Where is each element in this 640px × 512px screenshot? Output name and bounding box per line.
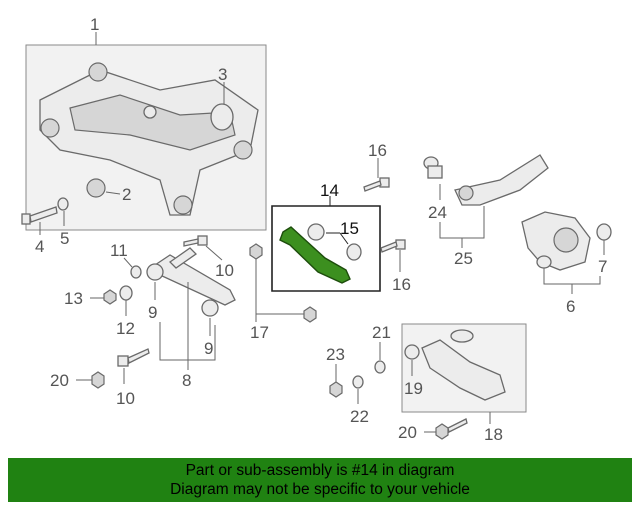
callout-10-lower: 10 bbox=[116, 389, 135, 408]
bolt-4-head bbox=[21, 213, 31, 225]
trailing-arm-body bbox=[454, 154, 549, 206]
trailing-arm-25 bbox=[423, 154, 549, 206]
crossmember-rail bbox=[69, 94, 236, 151]
highlight-notice-banner: Part or sub-assembly is #14 in diagram D… bbox=[8, 458, 632, 502]
callout-17: 17 bbox=[250, 323, 269, 342]
arm-bushing-9-upper bbox=[146, 263, 164, 281]
link-bushing-15-left bbox=[307, 223, 325, 241]
callout-14: 14 bbox=[320, 181, 339, 200]
bushing-19 bbox=[404, 344, 420, 360]
knuckle-hub bbox=[553, 227, 579, 253]
lateral-arm-8 bbox=[146, 247, 236, 317]
bolt-16-lower-shank bbox=[380, 241, 398, 253]
bolt-20-right-shank bbox=[447, 418, 468, 433]
callout-11: 11 bbox=[110, 241, 128, 260]
washer-22 bbox=[352, 375, 364, 389]
callout-20-left: 20 bbox=[50, 371, 69, 390]
callout-8: 8 bbox=[182, 371, 191, 390]
lower-arm-body bbox=[421, 339, 506, 401]
bolt-10-lower bbox=[117, 348, 150, 384]
nut-17-lower bbox=[303, 306, 317, 323]
bolt-16-upper-head bbox=[379, 177, 390, 188]
bolt-4 bbox=[21, 206, 58, 235]
lower-arm-assembly bbox=[401, 323, 527, 413]
washer-11 bbox=[130, 265, 142, 279]
banner-line-2: Diagram may not be specific to your vehi… bbox=[170, 481, 470, 498]
part-14-box bbox=[271, 205, 381, 292]
nut-13 bbox=[103, 289, 117, 305]
crossmember-mount-left bbox=[40, 118, 60, 138]
lateral-arm-end bbox=[168, 247, 198, 269]
callout-10-upper: 10 bbox=[215, 261, 234, 280]
callout-23: 23 bbox=[326, 345, 345, 364]
bolt-20-left-nut bbox=[91, 371, 105, 389]
callout-7: 7 bbox=[598, 257, 607, 276]
banner-line-1: Part or sub-assembly is #14 in diagram bbox=[185, 462, 455, 479]
bolt-10-lower-head bbox=[117, 355, 129, 367]
trailing-arm-eye bbox=[458, 185, 474, 201]
callout-18: 18 bbox=[484, 425, 503, 444]
parts-diagram-svg: 1 3 2 4 5 9 9 8 10 11 12 13 20 bbox=[21, 15, 612, 444]
bolt-10-upper bbox=[183, 235, 223, 261]
callout-24: 24 bbox=[428, 203, 447, 222]
callout-15: 15 bbox=[340, 219, 359, 238]
callout-6: 6 bbox=[566, 297, 575, 316]
arm-bushing-9-lower bbox=[201, 299, 219, 317]
knuckle-bushing bbox=[536, 255, 552, 269]
callout-1: 1 bbox=[90, 15, 99, 34]
bolt-10-upper-head bbox=[197, 235, 208, 246]
bolt-16-upper-shank bbox=[363, 180, 382, 192]
callout-20-right: 20 bbox=[398, 423, 417, 442]
bolt-16-upper bbox=[363, 158, 390, 192]
parts-diagram: 1 3 2 4 5 9 9 8 10 11 12 13 20 bbox=[21, 15, 612, 444]
washer-21 bbox=[374, 360, 386, 374]
bushing-24 bbox=[427, 165, 443, 179]
washer-5 bbox=[57, 197, 69, 211]
callout-5: 5 bbox=[60, 229, 69, 248]
callout-9-upper: 9 bbox=[148, 303, 157, 322]
callout-4: 4 bbox=[35, 237, 44, 256]
bushing-7 bbox=[596, 223, 612, 241]
washer-12 bbox=[119, 285, 133, 301]
bolt-10-lower-shank bbox=[127, 348, 150, 364]
bushing-2 bbox=[86, 178, 106, 198]
crossmember-mount-right bbox=[233, 140, 253, 160]
bolt-20-right bbox=[424, 418, 468, 440]
nut-23 bbox=[329, 381, 343, 398]
callout-3: 3 bbox=[218, 65, 227, 84]
callout-2: 2 bbox=[122, 185, 131, 204]
crossmember-assembly bbox=[25, 32, 267, 231]
callout-9-lower: 9 bbox=[204, 339, 213, 358]
callout-12: 12 bbox=[116, 319, 135, 338]
link-bushing-15-right bbox=[346, 243, 362, 261]
crossmember-mount-front bbox=[173, 195, 193, 215]
crossmember-mount-rear bbox=[88, 62, 108, 82]
callout-25: 25 bbox=[454, 249, 473, 268]
crossmember-hole bbox=[143, 105, 157, 119]
part-14-upper-link[interactable] bbox=[279, 226, 351, 284]
bolt-20-left bbox=[76, 371, 105, 389]
callout-16-lower: 16 bbox=[392, 275, 411, 294]
callout-19: 19 bbox=[404, 379, 423, 398]
bolt-20-right-head bbox=[435, 423, 449, 440]
bolt-16-lower-head bbox=[395, 239, 406, 250]
part-14-group bbox=[271, 196, 381, 292]
bolt-10-upper-shank bbox=[183, 238, 199, 247]
lower-arm-spring-seat bbox=[450, 329, 474, 343]
callout-16-upper: 16 bbox=[368, 141, 387, 160]
nut-17-upper bbox=[249, 243, 263, 260]
callout-21: 21 bbox=[372, 323, 391, 342]
bolt-16-lower bbox=[380, 239, 406, 272]
bolt-4-shank bbox=[29, 206, 58, 223]
callout-13: 13 bbox=[64, 289, 83, 308]
callout-22: 22 bbox=[350, 407, 369, 426]
bushing-3 bbox=[210, 103, 234, 131]
